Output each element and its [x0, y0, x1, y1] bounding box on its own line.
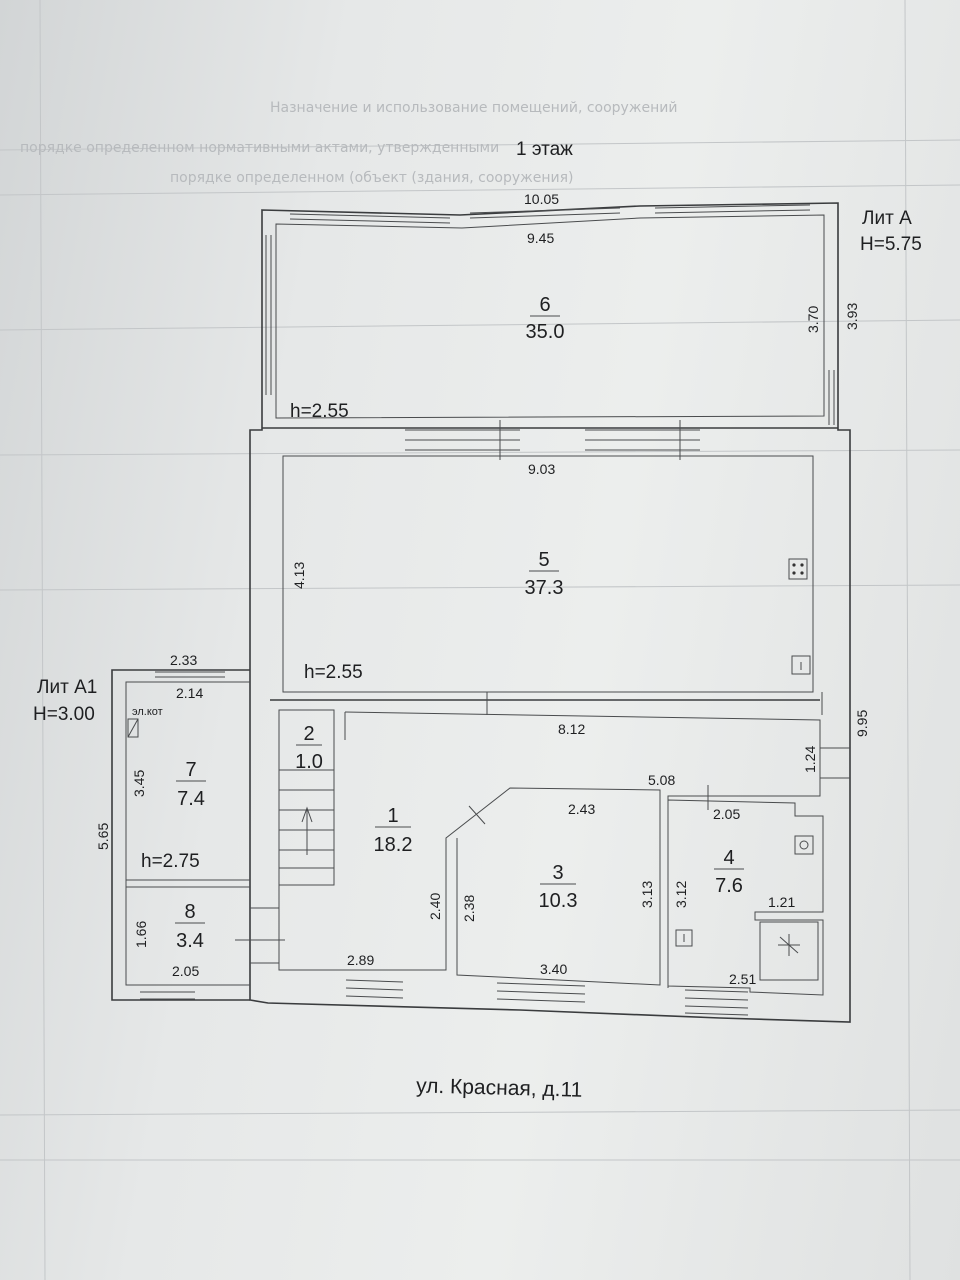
- annex-window: [155, 671, 225, 683]
- dim-top-outer: 10.05: [524, 191, 559, 207]
- room1-outline: [278, 787, 661, 986]
- dim-right-overall: 9.95: [854, 710, 870, 737]
- svg-text:3: 3: [552, 862, 563, 884]
- room6-windows: [265, 204, 835, 425]
- lit-a1-label: Лит А1: [37, 677, 97, 698]
- room-7-label: 7 7.4: [176, 759, 206, 810]
- dim-annex-outer-left: 5.65: [95, 823, 111, 850]
- svg-text:7: 7: [185, 759, 196, 781]
- room-6-label: 6 35.0: [526, 294, 565, 343]
- svg-text:18.2: 18.2: [374, 834, 413, 856]
- lit-a-height: H=5.75: [860, 234, 922, 255]
- ghost-text-3: порядке определенном (объект (здания, со…: [170, 170, 574, 186]
- plan-title: 1 этаж: [516, 139, 573, 160]
- height-room5: h=2.55: [304, 662, 363, 683]
- room-1-label: 1 18.2: [374, 805, 413, 856]
- svg-text:7.6: 7.6: [715, 875, 743, 897]
- dim-room6-depth: 3.70: [805, 306, 821, 333]
- lit-a1-outer-wall: [111, 669, 250, 1001]
- boiler-icon: [127, 718, 139, 738]
- room4-fixtures: [675, 835, 819, 981]
- dim-room4-depth: 3.12: [673, 881, 689, 908]
- dim-room8-width: 2.05: [172, 963, 199, 979]
- dim-annex-inner-top: 2.14: [176, 685, 203, 701]
- lit-a-label: Лит А: [862, 208, 912, 229]
- ghost-text-2: порядке определенном нормативными актами…: [20, 140, 499, 156]
- dim-room4-bottom: 2.51: [729, 971, 756, 987]
- room-3-label: 3 10.3: [539, 862, 578, 912]
- dim-corridor-width: 8.12: [558, 721, 585, 737]
- room4-outline: [667, 799, 824, 996]
- dim-room5-width: 9.03: [528, 461, 555, 477]
- dim-room4-top: 2.05: [713, 806, 740, 822]
- dim-room1-bottom: 2.89: [347, 952, 374, 968]
- svg-text:7.4: 7.4: [177, 788, 205, 810]
- lit-a1-height: H=3.00: [33, 704, 95, 725]
- room5-outline: [282, 455, 814, 693]
- dim-corridor-depth: 1.24: [802, 746, 818, 773]
- street-address: ул. Красная, д.11: [416, 1074, 583, 1101]
- dim-room6-width: 9.45: [527, 230, 554, 246]
- dim-rooms34-width: 5.08: [648, 772, 675, 788]
- front-windows: [345, 979, 749, 1016]
- room5-fixtures: [788, 558, 811, 675]
- dim-annex-outer-top: 2.33: [170, 652, 197, 668]
- dim-room5-depth: 4.13: [291, 562, 307, 589]
- dim-right-top-outer: 3.93: [844, 303, 860, 330]
- svg-text:35.0: 35.0: [526, 321, 565, 343]
- room-5-label: 5 37.3: [525, 549, 564, 599]
- height-room6: h=2.55: [290, 401, 349, 422]
- boiler-label: эл.кот: [132, 706, 163, 718]
- room-4-label: 4 7.6: [714, 847, 744, 897]
- dim-room4-right: 1.21: [768, 894, 795, 910]
- room6-inner-wall: [275, 214, 825, 419]
- room-8-label: 8 3.4: [175, 901, 205, 952]
- svg-text:5: 5: [538, 549, 549, 571]
- svg-text:8: 8: [184, 901, 195, 923]
- svg-text:2: 2: [303, 723, 314, 745]
- lit-a-outer-wall: [249, 202, 851, 1023]
- corridor-outline: [344, 711, 821, 988]
- svg-text:1.0: 1.0: [295, 751, 323, 773]
- dim-room3-top: 2.43: [568, 801, 595, 817]
- svg-text:37.3: 37.3: [525, 577, 564, 599]
- room-2-label: 2 1.0: [295, 723, 323, 773]
- wall-6-5: [262, 420, 838, 460]
- ghost-text-1: Назначение и использование помещений, со…: [270, 100, 677, 116]
- dim-room3-bottom: 3.40: [540, 961, 567, 977]
- svg-text:4: 4: [723, 847, 734, 869]
- dim-room1-right: 2.40: [427, 893, 443, 920]
- svg-text:3.4: 3.4: [176, 930, 204, 952]
- svg-text:6: 6: [539, 294, 550, 316]
- dim-room8-depth: 1.66: [133, 921, 149, 948]
- height-annex: h=2.75: [141, 851, 200, 872]
- dim-room3-left: 2.38: [461, 895, 477, 922]
- dim-room7-depth: 3.45: [131, 770, 147, 797]
- dim-room3-right: 3.13: [639, 881, 655, 908]
- room2-stair: [278, 709, 346, 886]
- svg-text:10.3: 10.3: [539, 890, 578, 912]
- svg-text:1: 1: [387, 805, 398, 827]
